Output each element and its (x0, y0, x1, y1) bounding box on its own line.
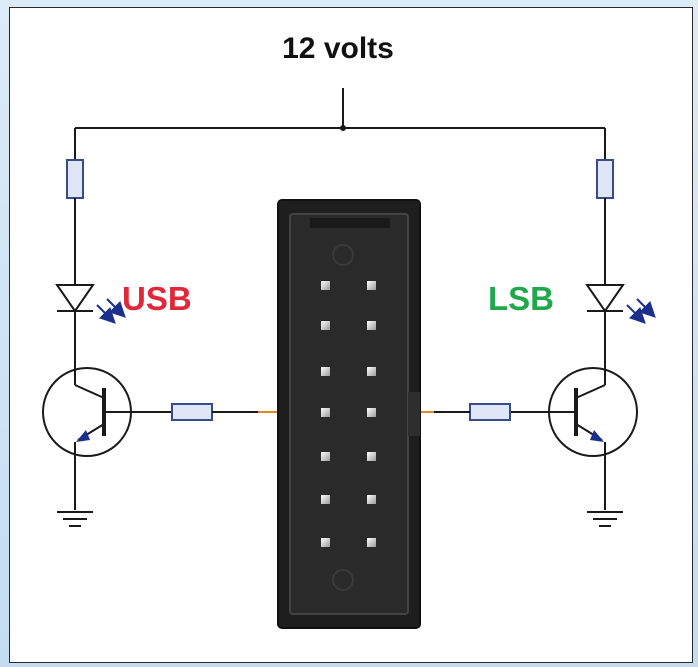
resistor-icon (171, 403, 213, 421)
led-icon (55, 284, 126, 324)
left-branch (42, 159, 326, 527)
led-icon (585, 284, 656, 324)
resistor-icon (469, 403, 511, 421)
resistor-icon (596, 159, 614, 199)
junction-dot (340, 125, 346, 131)
supply-rail (74, 88, 606, 160)
pin-array (321, 281, 376, 547)
lsb-label: LSB (488, 280, 554, 317)
resistor-icon (66, 159, 84, 199)
npn-transistor-icon (510, 367, 638, 457)
right-branch (372, 159, 656, 527)
usb-label: USB (122, 280, 192, 317)
npn-transistor-icon (42, 367, 172, 457)
ground-icon (587, 511, 623, 527)
idc-header-icon (277, 199, 421, 629)
ground-icon (57, 511, 93, 527)
supply-voltage-label: 12 volts (282, 32, 394, 65)
